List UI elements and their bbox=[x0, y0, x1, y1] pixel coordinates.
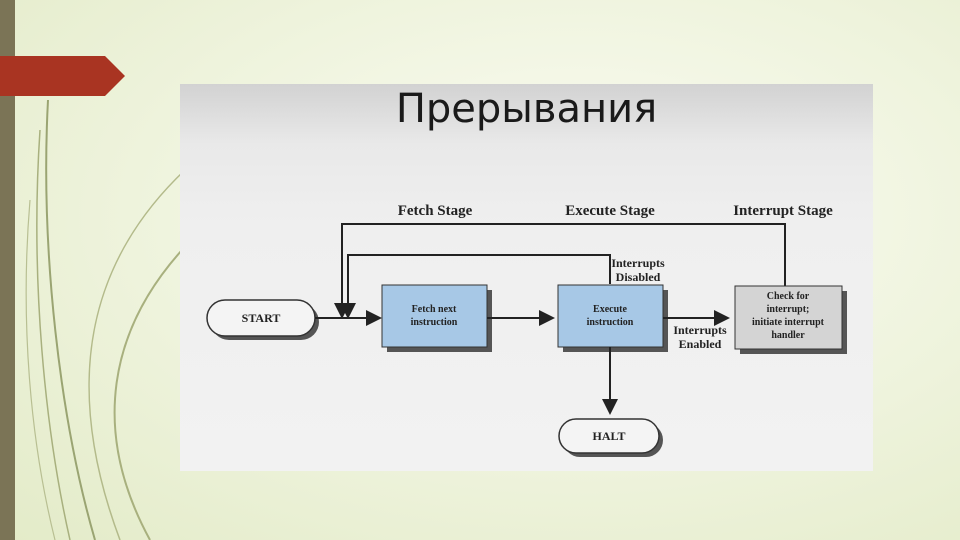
check-interrupt-box bbox=[734, 285, 843, 350]
left-accent-bar bbox=[0, 0, 15, 540]
interrupts-disabled-label-2: Disabled bbox=[616, 270, 661, 284]
check-label-1: Check for bbox=[767, 291, 810, 302]
diagram-image-panel bbox=[180, 84, 873, 471]
slide-title: Прерывания bbox=[395, 86, 658, 132]
interrupt-stage-label: Interrupt Stage bbox=[733, 203, 833, 219]
instruction-cycle-diagram: Fetch Stage Execute Stage Interrupt Stag… bbox=[206, 203, 847, 457]
execute-label-1: Execute bbox=[593, 304, 627, 315]
execute-stage-label: Execute Stage bbox=[565, 203, 655, 219]
interrupts-enabled-label-2: Enabled bbox=[679, 337, 722, 351]
decorative-grass-lines bbox=[25, 99, 186, 540]
fetch-label-2: instruction bbox=[411, 317, 458, 328]
interrupts-enabled-label-1: Interrupts bbox=[673, 323, 727, 337]
halt-node bbox=[558, 418, 660, 454]
halt-label: HALT bbox=[593, 429, 626, 443]
fetch-box bbox=[381, 284, 488, 348]
fetch-stage-label: Fetch Stage bbox=[398, 203, 473, 219]
interrupt-return-loop bbox=[334, 223, 786, 319]
check-label-3: initiate interrupt bbox=[752, 317, 825, 328]
red-title-marker bbox=[0, 56, 125, 96]
execute-box bbox=[557, 284, 664, 348]
check-label-4: handler bbox=[771, 330, 805, 341]
interrupts-disabled-loop bbox=[340, 254, 611, 319]
execute-label-2: instruction bbox=[587, 317, 634, 328]
interrupts-disabled-label-1: Interrupts bbox=[611, 256, 665, 270]
fetch-label-1: Fetch next bbox=[412, 304, 457, 315]
start-label: START bbox=[242, 311, 281, 325]
check-label-2: interrupt; bbox=[767, 304, 810, 315]
